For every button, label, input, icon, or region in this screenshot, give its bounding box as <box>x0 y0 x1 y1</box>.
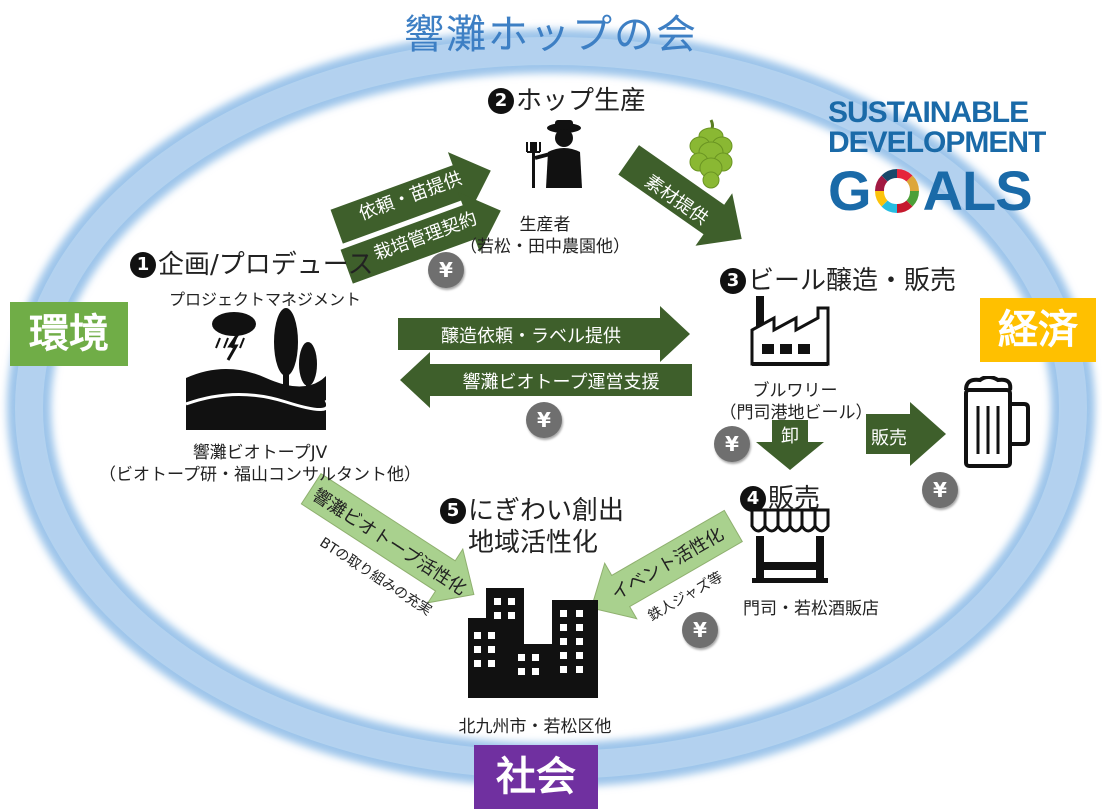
arrow-biotope-activation <box>300 473 475 604</box>
yen-badge-biotope: ¥ <box>526 402 562 438</box>
arrow-brewing-request <box>398 306 690 362</box>
arrow-cultivation-contract <box>340 192 501 284</box>
beer-mug-icon <box>964 376 1030 468</box>
tag-society: 社会 <box>474 745 598 809</box>
arrow-request-seedlings <box>330 152 491 244</box>
arrow-event-activation <box>590 509 743 620</box>
yen-badge-brewery: ¥ <box>714 426 750 462</box>
sdgs-als: ALS <box>922 159 1033 222</box>
hop-icon <box>689 119 733 189</box>
yen-badge-farmer: ¥ <box>428 252 464 288</box>
farmer-actor: 生産者 <box>519 215 571 235</box>
sdgs-line1: SUSTAINABLE <box>828 96 1029 129</box>
page-title: 響灘ホップの会 <box>404 12 698 58</box>
step-number: 2 <box>488 88 514 114</box>
shop-actor: 門司・若松酒販店 <box>743 599 879 619</box>
sdgs-g: G <box>828 159 872 222</box>
sdgs-line2: DEVELOPMENT <box>828 126 1046 159</box>
step-number: 5 <box>440 498 466 524</box>
step-title: ホップ生産 <box>516 86 647 116</box>
planning-actor: 響灘ビオトープJV <box>192 443 328 463</box>
biotope-landscape-icon <box>186 308 326 430</box>
step-title: 企画/プロデュース <box>158 250 374 280</box>
planning-subtitle: プロジェクトマネジメント <box>168 290 361 309</box>
shop-icon <box>750 508 830 583</box>
yen-badge-beer: ¥ <box>922 472 958 508</box>
step-number: 3 <box>720 268 746 294</box>
step-revitalization-line2: 地域活性化 <box>468 528 599 558</box>
sdgs-wheel-icon <box>874 168 919 213</box>
sdgs-logo: SUSTAINABLE DEVELOPMENT G ALS <box>828 96 1050 223</box>
label-brewing-request: 醸造依頼・ラベル提供 <box>441 326 621 347</box>
arrow-operation-support <box>400 352 692 408</box>
sdgs-goals-row: G ALS <box>828 158 1050 223</box>
tag-environment: 環境 <box>10 302 128 366</box>
farmer-actor-detail: （若松・田中農園他） <box>460 237 630 257</box>
label-retail: 販売 <box>871 428 907 449</box>
planning-actor-detail: （ビオトープ研・福山コンサルタント他） <box>99 465 421 485</box>
step-number: 4 <box>740 486 766 512</box>
brewery-actor-detail: （門司港地ビール） <box>719 403 873 423</box>
step-number: 1 <box>130 252 156 278</box>
arrow-material-supply <box>618 145 742 246</box>
farmer-icon <box>526 120 582 188</box>
label-wholesale: 卸 <box>781 426 799 447</box>
step-title: にぎわい創出 <box>468 496 625 526</box>
arrow-wholesale <box>756 420 824 470</box>
city-actor: 北九州市・若松区他 <box>458 717 612 737</box>
buildings-icon <box>468 588 598 698</box>
label-operation-support: 響灘ビオトープ運営支援 <box>462 372 660 393</box>
yen-badge-shop: ¥ <box>682 612 718 648</box>
tag-economy: 経済 <box>980 298 1096 362</box>
arrow-retail <box>866 402 946 466</box>
step-title: ビール醸造・販売 <box>748 266 957 296</box>
factory-icon <box>750 296 830 366</box>
brewery-actor: ブルワリー <box>752 381 838 401</box>
